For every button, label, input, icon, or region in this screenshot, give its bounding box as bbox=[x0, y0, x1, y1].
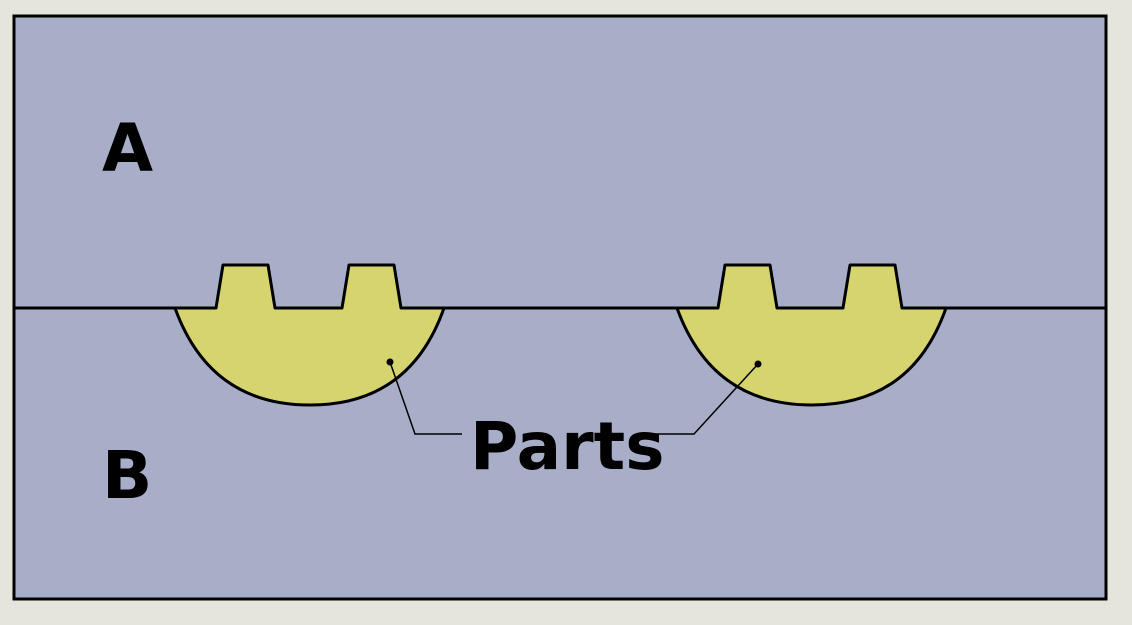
part-1 bbox=[173, 263, 446, 407]
leader-line-part-2 bbox=[648, 363, 759, 435]
region-label-a: A bbox=[102, 110, 153, 187]
leader-dot-part-1 bbox=[386, 358, 394, 366]
parts-callout-label: Parts bbox=[470, 408, 665, 485]
region-label-b: B bbox=[102, 437, 152, 514]
leader-line-part-1 bbox=[389, 361, 462, 435]
part-2 bbox=[675, 263, 948, 407]
leader-dot-part-2 bbox=[754, 360, 762, 368]
